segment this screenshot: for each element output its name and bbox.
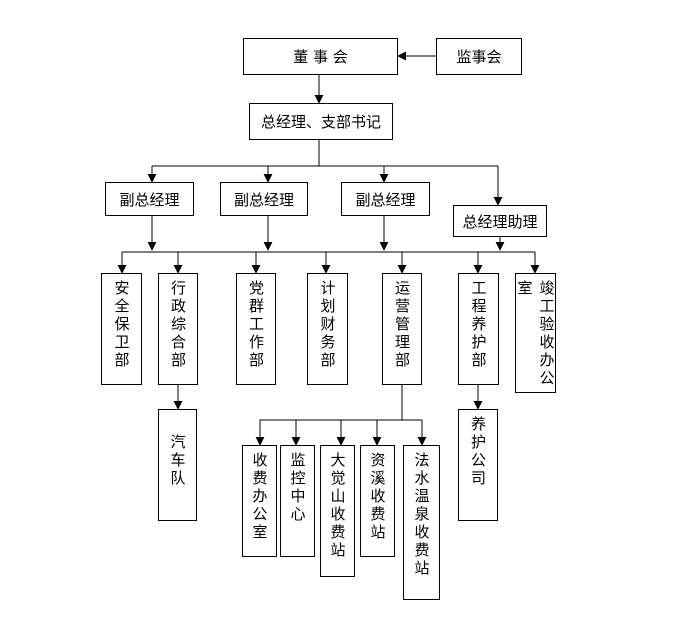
dajueshan-label: 大觉山收费站 <box>328 452 347 560</box>
finance-box: 计划财务部 <box>307 273 348 385</box>
safety-label: 安全保卫部 <box>112 280 131 370</box>
vgm3-label: 副总经理 <box>355 190 416 209</box>
zixi-box: 资溪收费站 <box>360 445 395 557</box>
admin-box: 行政综合部 <box>158 273 198 385</box>
motorcade-box: 汽车队 <box>158 409 197 521</box>
admin-label: 行政综合部 <box>169 280 187 370</box>
fashui-label: 法水温泉收费站 <box>412 452 431 578</box>
vgm1-box: 副总经理 <box>105 182 194 216</box>
supervisors-label: 监事会 <box>456 48 502 66</box>
gm-assistant-label: 总经理助理 <box>462 212 538 231</box>
vgm3-box: 副总经理 <box>341 182 430 216</box>
party-box: 党群工作部 <box>236 273 276 385</box>
vgm1-label: 副总经理 <box>119 190 180 209</box>
zixi-label: 资溪收费站 <box>368 452 387 542</box>
monitor-box: 监控中心 <box>280 445 315 557</box>
monitor-label: 监控中心 <box>288 452 307 524</box>
operations-label: 运营管理部 <box>393 280 411 370</box>
vgm2-box: 副总经理 <box>220 182 308 216</box>
maintenance-co-box: 养护公司 <box>458 409 498 521</box>
gm-assistant-box: 总经理助理 <box>453 205 547 237</box>
engineering-box: 工程养护部 <box>458 273 499 385</box>
toll-office-label: 收费办公室 <box>250 452 269 542</box>
acceptance-label: 竣工验收办公室 <box>515 280 556 388</box>
acceptance-box: 竣工验收办公室 <box>515 273 556 393</box>
party-label: 党群工作部 <box>247 280 265 370</box>
maintenance-co-label: 养护公司 <box>469 416 487 488</box>
operations-box: 运营管理部 <box>382 273 422 385</box>
toll-office-box: 收费办公室 <box>242 445 277 557</box>
safety-box: 安全保卫部 <box>101 273 142 385</box>
board-label: 董 事 会 <box>293 48 348 66</box>
supervisors-box: 监事会 <box>436 38 522 75</box>
gm-label: 总经理、支部书记 <box>260 113 381 131</box>
gm-box: 总经理、支部书记 <box>249 103 393 140</box>
motorcade-label: 汽车队 <box>168 434 187 488</box>
dajueshan-box: 大觉山收费站 <box>320 445 355 577</box>
engineering-label: 工程养护部 <box>469 280 488 370</box>
fashui-box: 法水温泉收费站 <box>403 445 440 600</box>
board-box: 董 事 会 <box>243 38 398 75</box>
finance-label: 计划财务部 <box>318 280 337 370</box>
vgm2-label: 副总经理 <box>233 190 294 209</box>
